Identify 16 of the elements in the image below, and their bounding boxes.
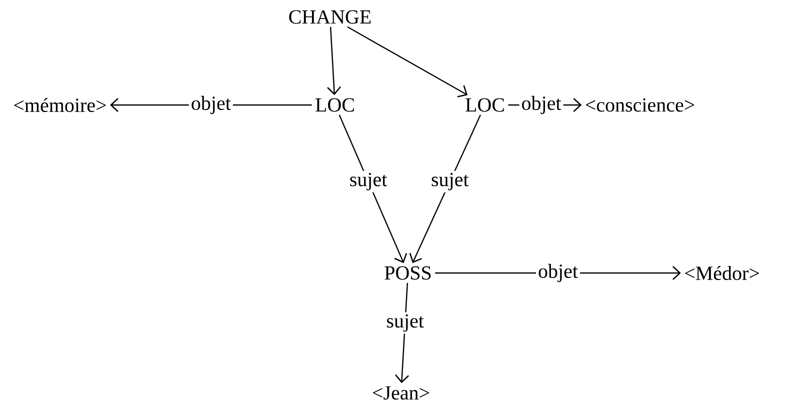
node-label: <mémoire> — [14, 98, 106, 112]
node-label: LOC — [316, 98, 354, 112]
node-label: POSS — [384, 266, 431, 280]
arrow — [347, 26, 468, 98]
edge-label: sujet — [429, 170, 471, 192]
node-label: <conscience> — [586, 98, 694, 112]
edge-label: sujet — [384, 312, 426, 334]
node-label: <Médor> — [685, 266, 759, 280]
edge-label: objet — [519, 94, 564, 116]
node-label: LOC — [466, 98, 504, 112]
node-label: CHANGE — [289, 10, 371, 24]
edge-label: objet — [188, 94, 233, 116]
edge-label: sujet — [347, 170, 390, 192]
edge-label: objet — [536, 262, 580, 284]
arrow — [327, 26, 341, 96]
node-label: <Jean> — [372, 386, 430, 400]
